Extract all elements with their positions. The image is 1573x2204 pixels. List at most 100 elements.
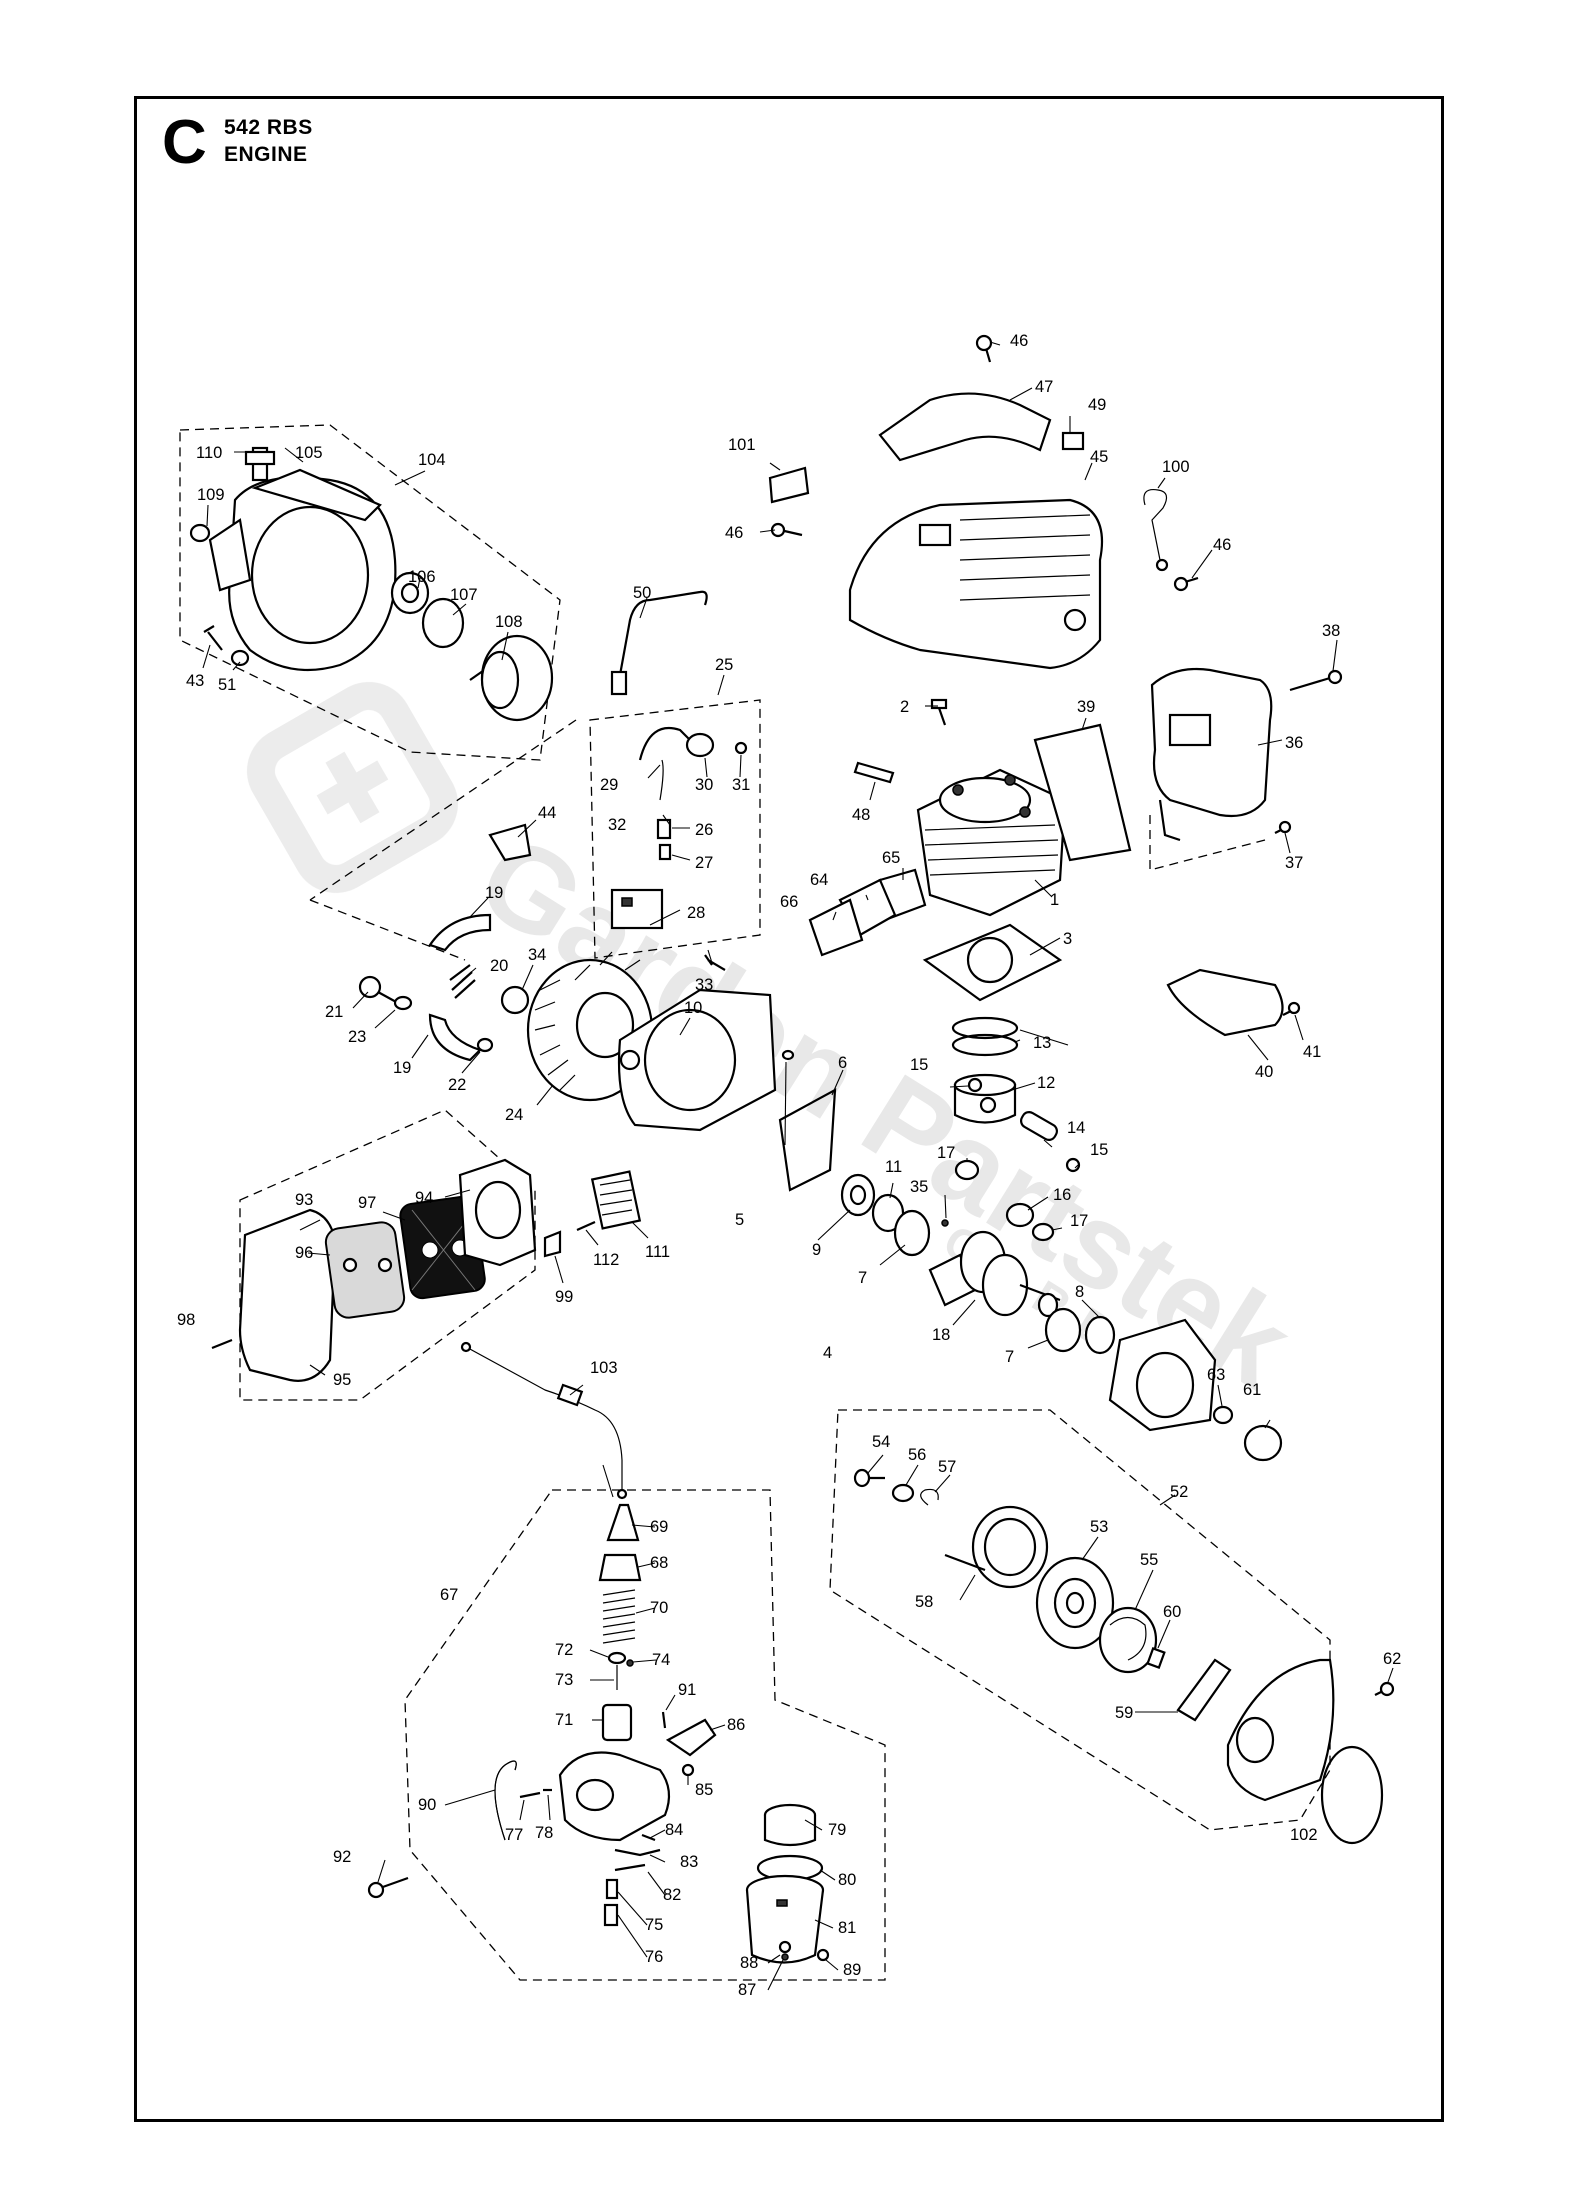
washer-63 bbox=[1212, 1405, 1234, 1425]
label-99: 99 bbox=[555, 1288, 573, 1306]
label-12: 12 bbox=[1037, 1074, 1055, 1092]
lever-86 bbox=[665, 1718, 717, 1757]
cylinder-1 bbox=[916, 768, 1067, 917]
spring-57 bbox=[920, 1488, 939, 1506]
bearing-7a bbox=[893, 1209, 931, 1257]
label-102: 102 bbox=[1290, 1826, 1318, 1844]
washer-51 bbox=[230, 649, 250, 667]
gasket-6 bbox=[778, 1088, 837, 1192]
gasket-3 bbox=[922, 923, 1063, 1002]
gasket-39 bbox=[1033, 723, 1132, 862]
spark-plug-48 bbox=[853, 761, 895, 784]
group-outline-104 bbox=[179, 424, 561, 761]
label-81: 81 bbox=[838, 1919, 856, 1937]
label-4: 4 bbox=[823, 1344, 832, 1362]
clutch-shoe-19a bbox=[428, 913, 492, 952]
label-46a: 46 bbox=[1010, 332, 1028, 350]
starter-housing-52 bbox=[1226, 1658, 1335, 1802]
starter-housing-104 bbox=[208, 468, 397, 672]
terminal-27 bbox=[658, 843, 672, 861]
label-66: 66 bbox=[780, 893, 798, 911]
label-45: 45 bbox=[1090, 448, 1108, 466]
key-35 bbox=[941, 1219, 949, 1227]
label-107: 107 bbox=[450, 586, 478, 604]
label-40: 40 bbox=[1255, 1063, 1273, 1081]
ring-8a bbox=[1037, 1292, 1059, 1318]
bolt-21 bbox=[358, 975, 399, 1004]
label-53: 53 bbox=[1090, 1518, 1108, 1536]
label-55: 55 bbox=[1140, 1551, 1158, 1569]
seal-61 bbox=[1243, 1424, 1283, 1462]
label-52: 52 bbox=[1170, 1483, 1188, 1501]
label-59: 59 bbox=[1115, 1704, 1133, 1722]
bearing-16 bbox=[1005, 1202, 1035, 1228]
filter-holder-94 bbox=[458, 1158, 537, 1267]
label-63: 63 bbox=[1207, 1366, 1225, 1384]
label-89: 89 bbox=[843, 1961, 861, 1979]
label-91: 91 bbox=[678, 1681, 696, 1699]
label-2: 2 bbox=[900, 698, 909, 716]
handle-59 bbox=[1176, 1658, 1232, 1722]
label-78: 78 bbox=[535, 1824, 553, 1842]
label-79: 79 bbox=[828, 1821, 846, 1839]
decal-102 bbox=[1320, 1745, 1384, 1845]
circlip-107 bbox=[421, 597, 465, 649]
label-61: 61 bbox=[1243, 1381, 1261, 1399]
label-60: 60 bbox=[1163, 1603, 1181, 1621]
ignition-wire-50 bbox=[618, 590, 708, 676]
label-104: 104 bbox=[418, 451, 446, 469]
label-17a: 17 bbox=[937, 1144, 955, 1162]
seat-76 bbox=[603, 1903, 619, 1927]
model-title: 542 RBS bbox=[224, 116, 313, 139]
label-24: 24 bbox=[505, 1106, 523, 1124]
screw-33 bbox=[704, 954, 726, 971]
pawl-60 bbox=[1146, 1647, 1166, 1669]
pulley-108 bbox=[469, 634, 554, 722]
label-44: 44 bbox=[538, 804, 556, 822]
label-31: 31 bbox=[732, 776, 750, 794]
piston-ring-13 bbox=[951, 1016, 1019, 1040]
diaphragm-79 bbox=[763, 1803, 817, 1847]
screw-112 bbox=[576, 1220, 596, 1232]
label-74: 74 bbox=[652, 1651, 670, 1669]
label-8: 8 bbox=[1075, 1283, 1084, 1301]
nut-68 bbox=[598, 1553, 642, 1582]
bolt-38 bbox=[1289, 676, 1331, 692]
heat-shield-40 bbox=[1166, 968, 1284, 1037]
label-29: 29 bbox=[600, 776, 618, 794]
wire-100 bbox=[1143, 488, 1168, 561]
clutch-shoe-44 bbox=[488, 823, 532, 862]
label-43: 43 bbox=[186, 672, 204, 690]
label-93: 93 bbox=[295, 1191, 313, 1209]
label-101: 101 bbox=[728, 436, 756, 454]
label-88: 88 bbox=[740, 1954, 758, 1972]
bearing-7b bbox=[1044, 1307, 1082, 1353]
gasket-66 bbox=[808, 898, 864, 957]
group-outline-25 bbox=[589, 699, 761, 959]
label-5: 5 bbox=[735, 1211, 744, 1229]
label-76: 76 bbox=[645, 1948, 663, 1966]
spring-cassette-58 bbox=[944, 1505, 1049, 1589]
label-54: 54 bbox=[872, 1433, 890, 1451]
screw-77 bbox=[519, 1791, 541, 1799]
label-87: 87 bbox=[738, 1981, 756, 1999]
diagram-frame bbox=[134, 96, 1444, 2122]
label-70: 70 bbox=[650, 1599, 668, 1617]
part-number-labels: 1 2 3 4 5 6 7 7 8 9 10 11 12 13 14 15 15… bbox=[177, 332, 1401, 1999]
crankcase-half-right bbox=[1108, 1318, 1217, 1432]
label-111: 111 bbox=[645, 1243, 670, 1261]
label-22: 22 bbox=[448, 1076, 466, 1094]
label-21: 21 bbox=[325, 1003, 343, 1021]
label-50: 50 bbox=[633, 584, 651, 602]
washer-22 bbox=[476, 1037, 494, 1053]
label-64: 64 bbox=[810, 871, 828, 889]
switch-28 bbox=[610, 888, 664, 930]
washer-87 bbox=[781, 1953, 789, 1961]
label-38: 38 bbox=[1322, 622, 1340, 640]
label-103: 103 bbox=[590, 1359, 618, 1377]
retainer-15b bbox=[1065, 1157, 1081, 1173]
label-90: 90 bbox=[418, 1796, 436, 1814]
clip-49 bbox=[1061, 431, 1085, 451]
label-15a: 15 bbox=[910, 1056, 928, 1074]
